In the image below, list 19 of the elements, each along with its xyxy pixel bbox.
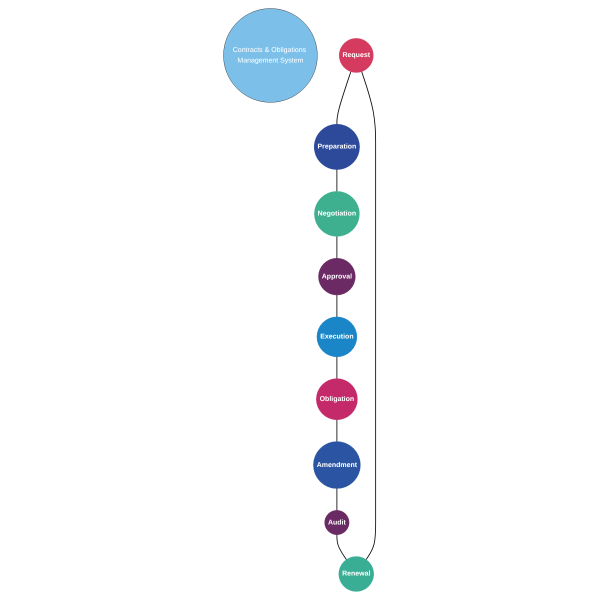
node-circle: [316, 378, 358, 420]
connector: [336, 294, 338, 318]
node-circle: [224, 8, 318, 103]
node-circle: [339, 556, 374, 592]
connector: [336, 419, 338, 442]
connector: [336, 169, 338, 192]
connector: [336, 534, 348, 560]
connector: [336, 488, 338, 511]
connector: [336, 356, 338, 380]
node-circle: [339, 38, 374, 73]
node-circle: [314, 441, 361, 489]
node-circle: [314, 124, 360, 170]
node-circle: [314, 191, 360, 237]
connector: [336, 71, 352, 125]
connector: [362, 71, 376, 560]
node-circle: [317, 316, 358, 358]
connector: [336, 236, 338, 259]
node-circle: [318, 258, 356, 296]
node-circle: [324, 510, 350, 535]
